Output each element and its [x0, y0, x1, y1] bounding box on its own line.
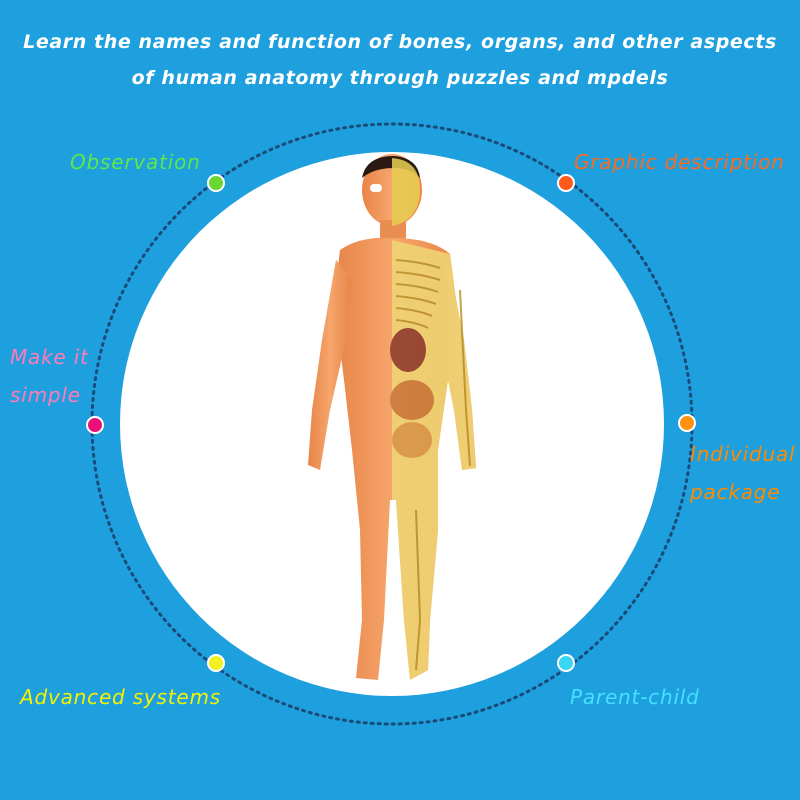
feature-observation: Observation [70, 143, 201, 181]
feature-graphic-description: Graphic description [574, 143, 785, 181]
advanced-systems-dot [207, 654, 225, 672]
feature-parent-child: Parent-child [570, 678, 700, 716]
headline-line-2: of human anatomy through puzzles and mpd… [131, 67, 669, 89]
feature-make-it-simple-label-1: Make it [10, 345, 89, 369]
parent-child-dot [557, 654, 575, 672]
feature-parent-child-label: Parent-child [570, 685, 700, 709]
feature-individual-package: Individual package [690, 435, 795, 511]
observation-dot [207, 174, 225, 192]
feature-make-it-simple: Make it simple [10, 338, 89, 414]
headline-line-1: Learn the names and function of bones, o… [23, 31, 777, 53]
feature-advanced-systems-label: Advanced systems [20, 685, 222, 709]
graphic-description-dot [557, 174, 575, 192]
eye [370, 184, 382, 192]
exposed-skeleton-half [390, 158, 476, 680]
individual-package-dot [678, 414, 696, 432]
feature-make-it-simple-label-2: simple [10, 383, 81, 407]
feature-advanced-systems: Advanced systems [20, 678, 221, 716]
feature-graphic-description-label: Graphic description [574, 150, 785, 174]
feature-individual-package-label-2: package [690, 480, 781, 504]
feature-individual-package-label-1: Individual [690, 442, 796, 466]
headline: Learn the names and function of bones, o… [0, 24, 800, 96]
make-it-simple-dot [86, 416, 104, 434]
anatomy-model-image [300, 150, 500, 695]
feature-observation-label: Observation [70, 150, 201, 174]
